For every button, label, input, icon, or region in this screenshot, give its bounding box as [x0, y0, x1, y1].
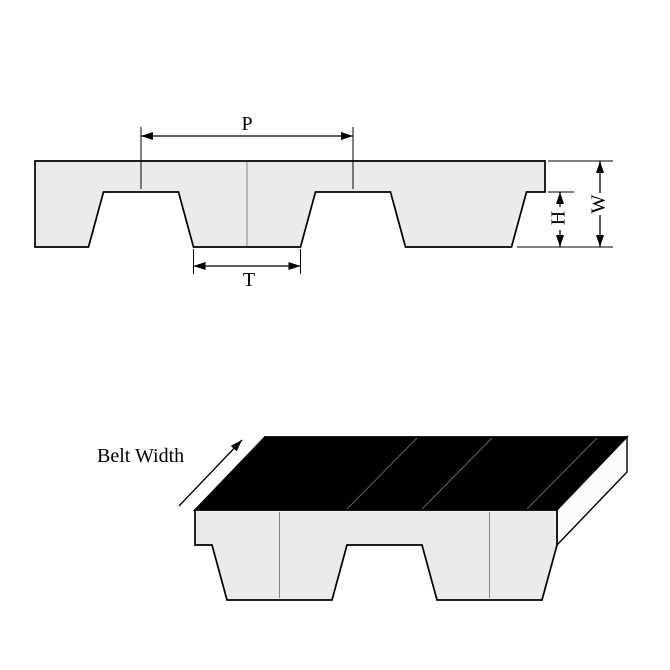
top-face-line — [526, 437, 598, 510]
tooth-height-label: H — [548, 211, 570, 225]
belt-front-face — [194, 509, 558, 601]
cross-section-view: P T H W — [34, 113, 613, 291]
top-face-line — [421, 437, 493, 510]
belt-width-label: Belt Width — [97, 445, 184, 467]
belt-width-arrow — [178, 439, 243, 507]
belt-thickness-label: W — [588, 194, 610, 213]
pitch-dimension: P — [140, 113, 354, 189]
perspective-view: Belt Width — [97, 435, 629, 601]
tooth-width-dimension: T — [193, 249, 301, 291]
pitch-label: P — [241, 113, 252, 135]
tooth-width-label: T — [243, 269, 255, 291]
tooth-height-dimension: H — [548, 191, 574, 247]
belt-thickness-dimension: W — [517, 160, 613, 248]
belt-width-annotation: Belt Width — [97, 439, 243, 507]
top-face-line — [346, 437, 418, 510]
belt-profile — [34, 160, 546, 248]
